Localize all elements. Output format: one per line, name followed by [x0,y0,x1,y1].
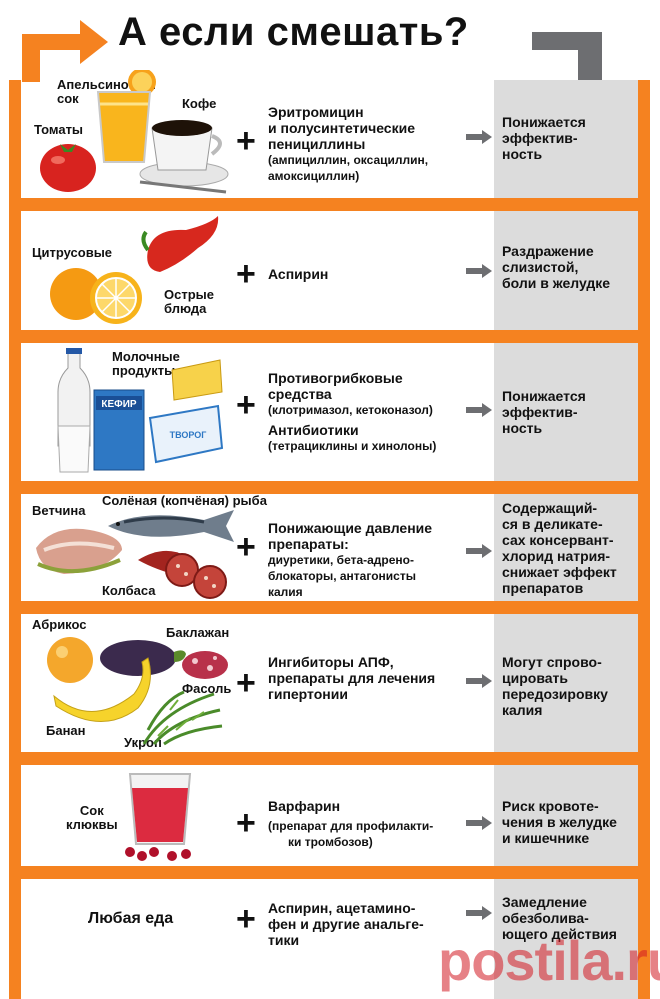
drug-antifungal: Противогрибковые средства (клотримазол, … [268,370,437,453]
plus-icon: + [236,255,256,293]
right-orange-border [638,80,650,999]
food-label-dill: Укроп [124,735,162,750]
row-separator [9,330,650,343]
top-left-orange-arrow-icon [22,20,108,82]
coffee-cup-image [139,120,229,194]
food-label-fish: Солёная (копчёная) рыба [102,493,267,508]
left-orange-border [9,80,21,999]
arrow-right-icon [466,906,492,920]
apricot-image [47,637,93,683]
food-label-any-food: Любая еда [88,910,174,927]
food-label-coffee: Кофе [182,96,217,111]
arrow-right-icon [466,674,492,688]
tvorog-package-label: ТВОРОГ [170,430,207,440]
plus-icon: + [236,900,256,938]
food-label-sausage: Колбаса [102,583,156,598]
food-label-ham: Ветчина [32,503,86,518]
drug-aspirin: Аспирин [268,266,329,282]
food-label-juice-2: сок [57,91,79,106]
fish-image [108,510,234,542]
drug-blood-pressure: Понижающие давление препараты: диуретики… [268,520,433,599]
eggplant-image [100,640,186,676]
sausage-image [138,550,227,599]
orange-juice-glass-image [96,70,156,163]
drug-warfarin: Варфарин (препарат для профилакти- ки тр… [268,798,434,849]
arrow-right-icon [466,403,492,417]
row-separator [9,752,650,765]
plus-icon: + [236,386,256,424]
watermark: postila.ru [438,929,660,992]
arrow-right-icon [466,816,492,830]
effect-column-background [494,80,638,999]
row-separator [9,481,650,494]
plus-icon: + [236,122,256,160]
drug-analgesics: Аспирин, ацетамино- фен и другие анальге… [268,900,424,948]
food-label-eggplant: Баклажан [166,625,230,640]
row-separator [9,866,650,879]
food-label-beans: Фасоль [182,681,232,696]
plus-icon: + [236,804,256,842]
dairy-products-image: КЕФИР ТВОРОГ [57,348,224,473]
plus-icon: + [236,664,256,702]
chili-pepper-image [141,216,219,272]
banana-image [53,657,151,722]
food-label-apricot: Абрикос [32,617,87,632]
drug-macrolides: Эритромицин и полусинтетические пеницилл… [268,104,429,183]
ham-image [36,528,122,574]
tomato-image [40,144,96,192]
kefir-package-label: КЕФИР [101,399,136,410]
food-label-tomatoes: Томаты [34,122,84,137]
food-label-citrus: Цитрусовые [32,245,113,260]
cranberry-juice-image [125,773,192,861]
effect-text: Содержащий-ся в деликате-сах консервант-… [502,500,617,596]
plus-icon: + [236,528,256,566]
drug-ace-inhibitors: Ингибиторы АПФ, препараты для лечения ги… [268,654,436,702]
oranges-image [50,268,142,324]
page-title: А если смешать? [118,10,469,54]
row-separator [9,198,650,211]
food-label-banana: Банан [46,723,86,738]
arrow-right-icon [466,130,492,144]
arrow-right-icon [466,264,492,278]
beans-image [182,651,228,679]
row-separator [9,601,650,614]
arrow-right-icon [466,544,492,558]
dill-image [142,690,223,746]
